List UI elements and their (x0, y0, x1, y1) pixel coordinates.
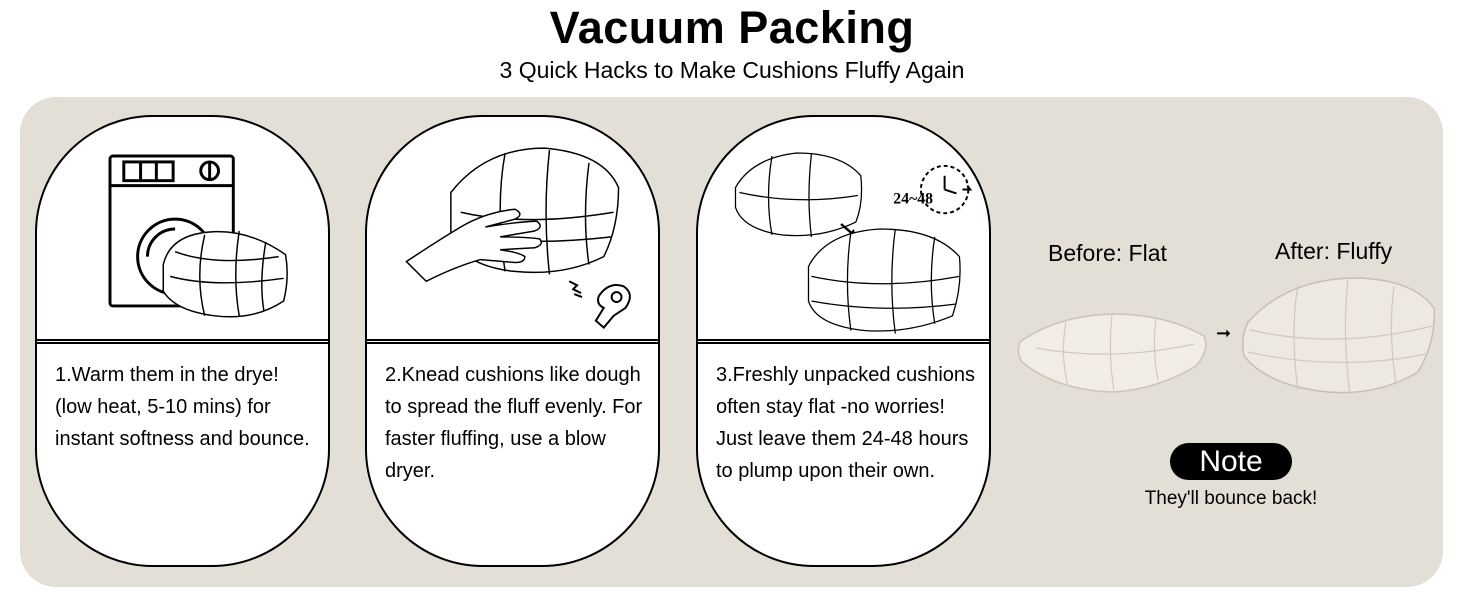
cushion-timeline-illustration: 24~48 (734, 152, 973, 334)
step-card-2: 2.Knead cushions like dough to spread th… (365, 115, 660, 567)
step-text: 2.Knead cushions like dough to spread th… (385, 364, 643, 482)
step-text: 1.Warm them in the drye! (low heat, 5-10… (55, 364, 310, 450)
before-label: Before: Flat (1048, 240, 1167, 266)
note-text: They'll bounce back! (1144, 488, 1318, 509)
card-divider (37, 339, 328, 344)
fluffy-cushion-image (1241, 277, 1435, 395)
clock-icon (919, 164, 973, 215)
card-divider (698, 339, 989, 344)
hand-kneading-icon (405, 147, 631, 330)
card-divider (367, 339, 658, 344)
note-badge: Note (1170, 443, 1292, 480)
clock-label: 24~48 (893, 190, 933, 207)
flat-cushion-image (1017, 313, 1207, 393)
page-title: Vacuum Packing (549, 2, 915, 53)
step-card-3: 24~48 3.Freshly unpacked cushions often … (696, 115, 991, 567)
step-text: 3.Freshly unpacked cushions often stay f… (716, 364, 976, 482)
step-card-1: 1.Warm them in the drye! (low heat, 5-10… (35, 115, 330, 567)
page-subtitle: 3 Quick Hacks to Make Cushions Fluffy Ag… (499, 57, 965, 83)
after-label: After: Fluffy (1275, 238, 1393, 264)
washing-machine-icon (108, 154, 288, 318)
arrow-icon: ➞ (1216, 323, 1232, 343)
